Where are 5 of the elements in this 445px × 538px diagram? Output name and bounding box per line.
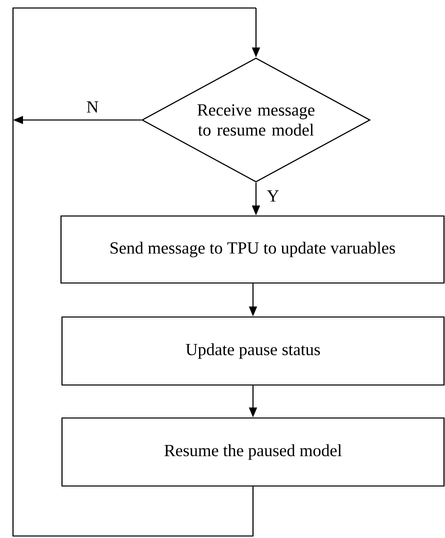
edge-label: Y [266,189,280,203]
edge-label: N [85,100,100,114]
process-box: Update pause status [61,316,445,386]
process-box: Send message to TPU to update varuables [60,215,445,284]
process-box: Resume the paused model [61,417,445,487]
